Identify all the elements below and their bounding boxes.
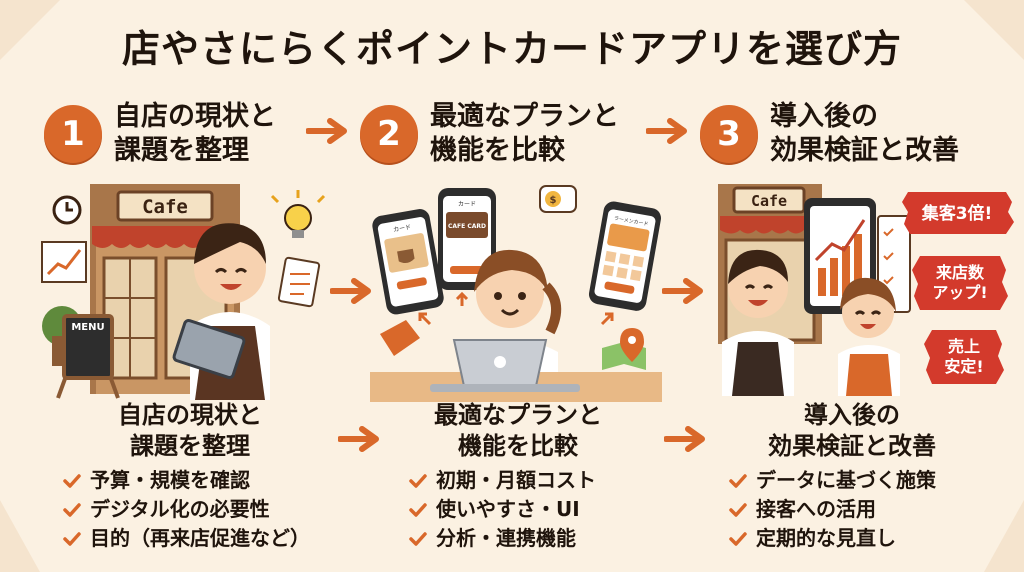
check-icon [63, 502, 81, 517]
check-icon [729, 502, 747, 517]
arrow-right-icon [338, 426, 379, 452]
check-icon [409, 473, 427, 488]
app-comparison-illustration: カード カード CAFE CARD $ ラーメンカード [370, 185, 662, 402]
step-3-title: 導入後の効果検証と改善 [770, 101, 959, 166]
phone-2-header: カード [458, 201, 476, 208]
check-icon [729, 531, 747, 546]
menu-board-label: MENU [71, 322, 104, 333]
list-item: 目的（再来店促進など） [62, 524, 310, 553]
cafe-sign-small: Cafe [751, 192, 787, 210]
step-1-header: 1 自店の現状と課題を整理 [44, 100, 276, 168]
results-illustration: Cafe [718, 184, 911, 396]
badge-customers: 集客3倍! [898, 188, 1016, 240]
check-icon [63, 473, 81, 488]
step-3-checklist: データに基づく施策 接客への活用 定期的な見直し [728, 466, 936, 553]
arrow-right-icon [646, 118, 687, 144]
step-1-subtitle: 自店の現状と課題を整理 [118, 401, 262, 460]
badge-visits: 来店数アップ! [912, 252, 1008, 314]
step-1-title: 自店の現状と課題を整理 [114, 101, 276, 166]
page-title: 店やさにらくポイントカードアプリを選び方 [121, 27, 902, 71]
list-item: 定期的な見直し [728, 524, 936, 553]
price-tag-icon [380, 320, 420, 356]
check-icon [409, 531, 427, 546]
list-item: デジタル化の必要性 [62, 495, 310, 524]
cafe-sign: Cafe [142, 196, 188, 218]
step-3-number: 3 [700, 105, 758, 163]
step-2-checklist: 初期・月額コスト 使いやすさ・UI 分析・連携機能 [408, 466, 596, 553]
step-1-number: 1 [44, 105, 102, 163]
price-icon: $ [550, 195, 557, 206]
phone-2-card: CAFE CARD [448, 223, 486, 230]
badge-sales: 売上安定! [924, 326, 1004, 388]
cafe-owner-illustration: Cafe MENU [41, 184, 326, 400]
step-1-checklist: 予算・規模を確認 デジタル化の必要性 目的（再来店促進など） [62, 466, 310, 553]
check-icon [729, 473, 747, 488]
list-item: 使いやすさ・UI [408, 495, 596, 524]
list-item: 分析・連携機能 [408, 524, 596, 553]
arrow-right-icon [662, 278, 703, 304]
step-2-subtitle: 最適なプランと機能を比較 [434, 401, 602, 460]
phone-1-header: カード [393, 224, 412, 234]
step-2-number: 2 [360, 105, 418, 163]
clock-icon [52, 195, 82, 225]
step-3-header: 3 導入後の効果検証と改善 [700, 100, 959, 168]
arrow-right-icon [306, 118, 347, 144]
step-3-subtitle: 導入後の効果検証と改善 [768, 401, 936, 460]
list-item: 接客への活用 [728, 495, 936, 524]
arrow-right-icon [664, 426, 705, 452]
lightbulb-icon [270, 190, 326, 238]
list-item: 予算・規模を確認 [62, 466, 310, 495]
map-pin-icon [602, 328, 646, 370]
check-icon [63, 531, 81, 546]
step-2-title: 最適なプランと機能を比較 [430, 101, 619, 166]
arrow-right-icon [330, 278, 371, 304]
check-icon [409, 502, 427, 517]
list-item: データに基づく施策 [728, 466, 936, 495]
phone-3-header: ラーメンカード [613, 216, 648, 228]
list-item: 初期・月額コスト [408, 466, 596, 495]
step-2-header: 2 最適なプランと機能を比較 [360, 100, 619, 168]
